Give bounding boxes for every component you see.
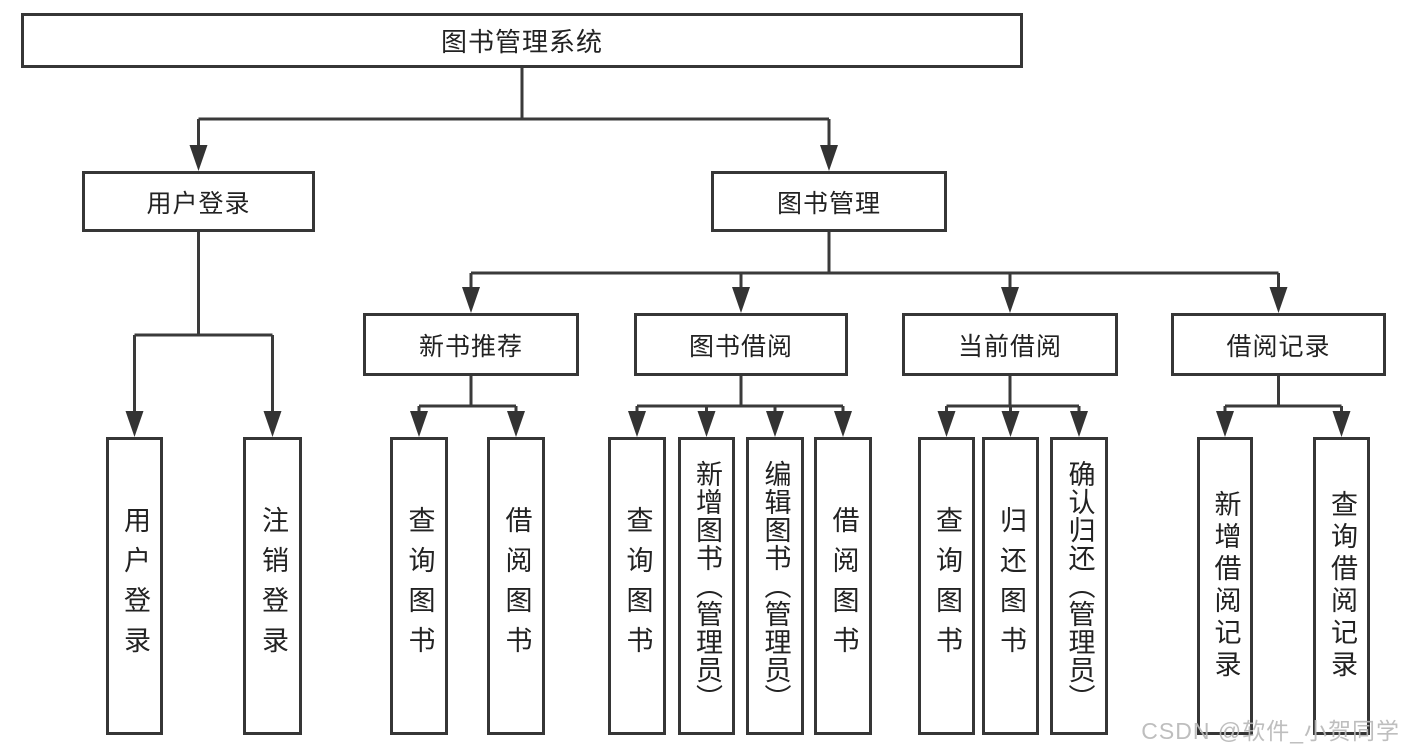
leaf-query-books-recommend: 查询图书: [390, 437, 448, 735]
node-book-borrow: 图书借阅: [634, 313, 848, 376]
leaf-borrow-books-recommend-label: 借阅图书: [501, 506, 532, 666]
node-user-login: 用户登录: [82, 171, 315, 232]
connector-new-books-to-leaves: [410, 376, 525, 437]
leaf-confirm-return-admin-label: 确认归还（管理员）: [1064, 460, 1095, 712]
leaf-user-login: 用户登录: [106, 437, 163, 735]
node-user-login-label: 用户登录: [146, 189, 251, 218]
leaf-add-book-admin: 新增图书（管理员）: [678, 437, 735, 735]
leaf-query-books-current-label: 查询图书: [932, 506, 962, 666]
leaf-return-book-label: 归还图书: [996, 506, 1026, 666]
leaf-borrow-books-label: 借阅图书: [828, 506, 859, 666]
node-book-management-label: 图书管理: [776, 189, 881, 218]
connector-book-mgmt-to-level3: [462, 232, 1288, 313]
connector-borrow-records-to-leaves: [1216, 376, 1351, 437]
leaf-logout-label: 注销登录: [258, 506, 288, 666]
node-current-borrow-label: 当前借阅: [957, 332, 1062, 361]
node-root: 图书管理系统: [21, 13, 1023, 68]
leaf-edit-book-admin: 编辑图书（管理员）: [746, 437, 804, 735]
csdn-watermark: CSDN @软件_小贺同学: [1141, 718, 1400, 744]
leaf-query-books-recommend-label: 查询图书: [404, 506, 435, 666]
node-new-book-recommend: 新书推荐: [363, 313, 579, 376]
leaf-add-borrow-record: 新增借阅记录: [1197, 437, 1253, 735]
node-borrow-records-label: 借阅记录: [1226, 332, 1331, 361]
leaf-add-borrow-record-label: 新增借阅记录: [1210, 490, 1241, 682]
node-root-label: 图书管理系统: [440, 27, 603, 57]
leaf-query-books-borrow: 查询图书: [608, 437, 666, 735]
leaf-query-books-borrow-label: 查询图书: [622, 506, 653, 666]
leaf-query-borrow-record-label: 查询借阅记录: [1327, 490, 1357, 682]
leaf-logout: 注销登录: [243, 437, 302, 735]
node-book-management: 图书管理: [711, 171, 947, 232]
leaf-add-book-admin-label: 新增图书（管理员）: [692, 460, 722, 712]
leaf-user-login-label: 用户登录: [120, 506, 150, 666]
leaf-borrow-books-recommend: 借阅图书: [487, 437, 545, 735]
connector-user-login-to-leaves: [125, 232, 282, 437]
node-borrow-records: 借阅记录: [1171, 313, 1386, 376]
node-current-borrow: 当前借阅: [902, 313, 1118, 376]
leaf-query-borrow-record: 查询借阅记录: [1313, 437, 1370, 735]
node-book-borrow-label: 图书借阅: [688, 332, 793, 361]
leaf-edit-book-admin-label: 编辑图书（管理员）: [760, 460, 791, 712]
leaf-return-book: 归还图书: [982, 437, 1039, 735]
leaf-query-books-current: 查询图书: [918, 437, 975, 735]
leaf-borrow-books: 借阅图书: [814, 437, 872, 735]
connector-current-borrow-to-leaves: [937, 376, 1088, 437]
connector-book-borrow-to-leaves: [628, 376, 852, 437]
node-new-book-recommend-label: 新书推荐: [418, 332, 523, 361]
leaf-confirm-return-admin: 确认归还（管理员）: [1050, 437, 1108, 735]
connector-root-to-level2: [189, 68, 838, 171]
